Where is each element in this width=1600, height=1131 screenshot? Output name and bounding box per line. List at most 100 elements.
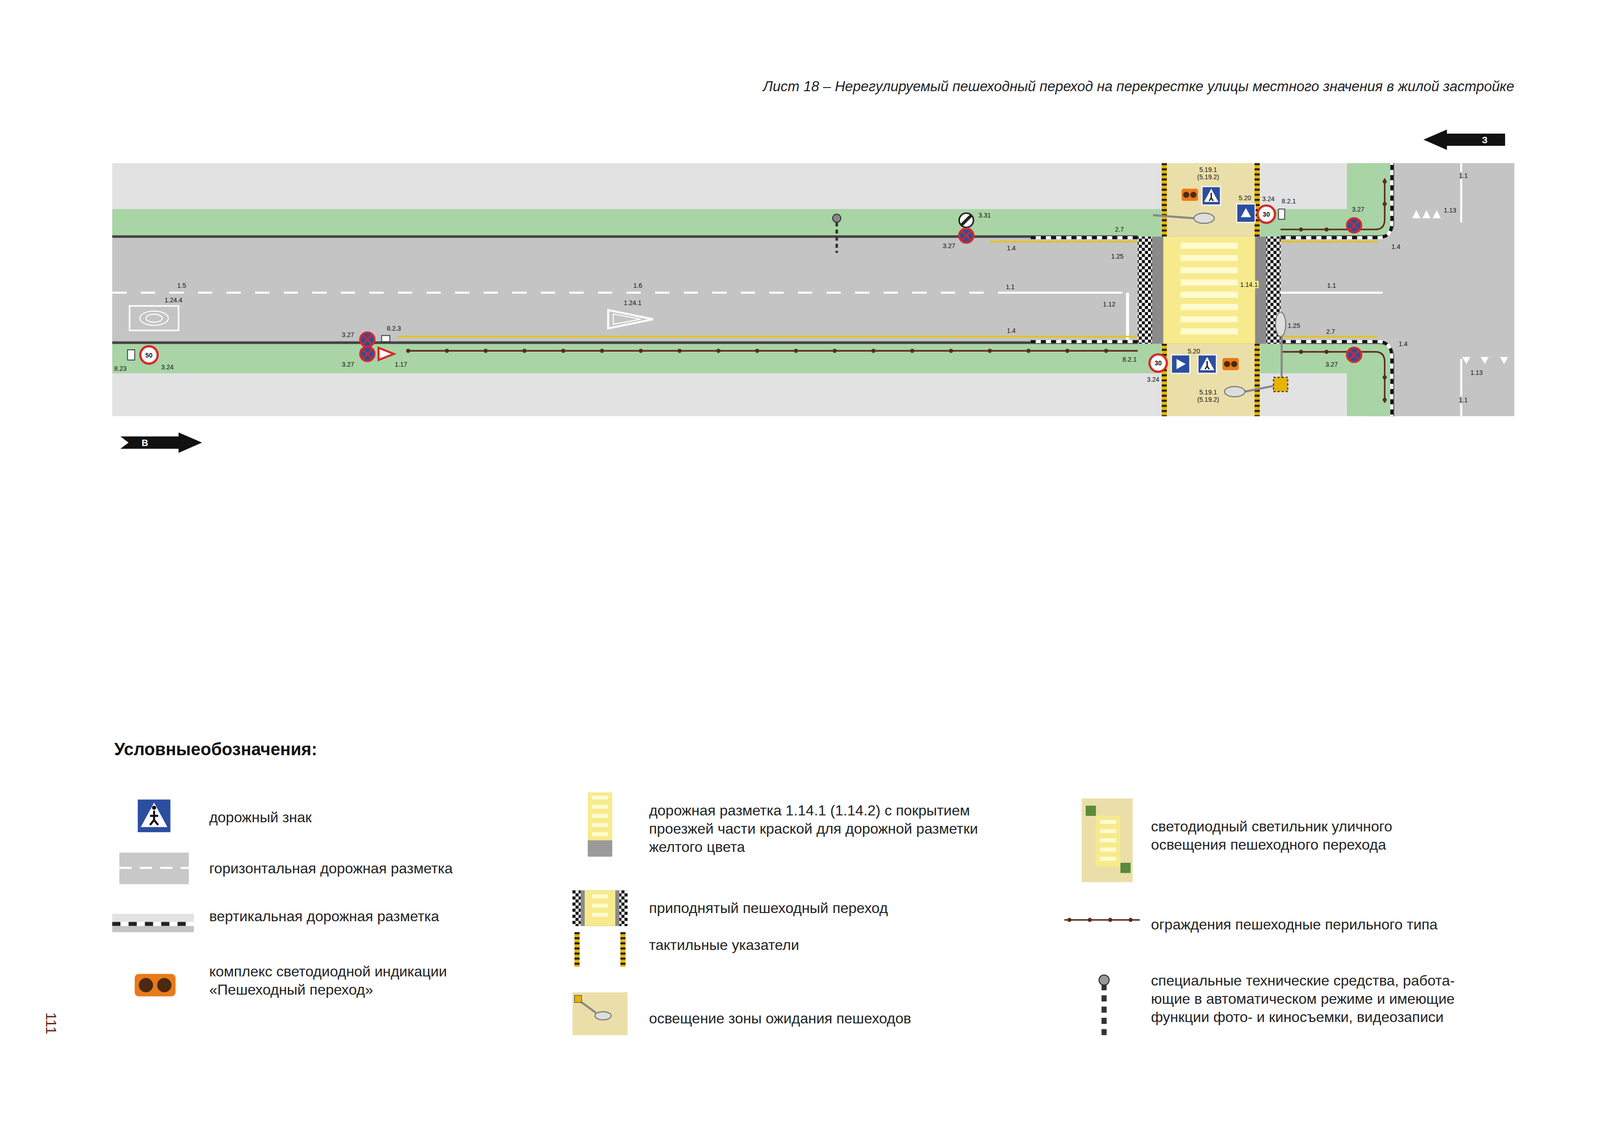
road-sign xyxy=(1171,354,1190,374)
lamp xyxy=(1280,336,1283,380)
ground xyxy=(112,163,1515,417)
road-sign xyxy=(1346,348,1362,363)
road-sign xyxy=(362,335,372,345)
curb-line xyxy=(112,163,1393,417)
legend-sample xyxy=(1128,918,1133,923)
curb-line xyxy=(112,235,1138,239)
pedestrian-fence xyxy=(755,348,760,354)
speed-limit-value: 30 xyxy=(1262,210,1271,219)
raised-crossing xyxy=(1180,267,1238,274)
legend-sample xyxy=(592,912,609,917)
legend-text: дорожный знак xyxy=(209,808,312,827)
legend-sample xyxy=(157,978,172,993)
road-sign xyxy=(961,215,972,226)
legend-sample xyxy=(1099,975,1110,986)
road-sign xyxy=(1200,357,1215,371)
road-sign xyxy=(1176,358,1186,369)
curb-line xyxy=(1030,340,1138,344)
raised-crossing xyxy=(1180,279,1238,286)
callout-number: 3.27 xyxy=(340,331,355,339)
legend-text: горизонтальная дорожная разметка xyxy=(209,859,453,878)
raised-crossing xyxy=(1180,303,1238,310)
legend-sample xyxy=(620,932,626,967)
callout-number: 3.27 xyxy=(1350,205,1366,213)
road-sign xyxy=(1201,186,1221,205)
waiting-zone xyxy=(1254,343,1260,417)
raised-crossing xyxy=(1137,236,1281,344)
road-sign xyxy=(1349,220,1359,230)
legend-text: вертикальная дорожная разметка xyxy=(209,907,440,926)
sidewalk-green xyxy=(112,163,1393,417)
raised-crossing xyxy=(1180,254,1238,261)
callout-number: 1.4 xyxy=(1005,327,1017,335)
legend-sample xyxy=(1101,984,1107,1036)
road-sign xyxy=(1183,191,1190,198)
legend-sample xyxy=(112,792,1140,1036)
legend-sample xyxy=(1120,862,1131,873)
road-sign xyxy=(959,212,974,228)
pedestrian-fence xyxy=(1280,178,1385,230)
speed-limit-value: 30 xyxy=(1154,359,1162,367)
legend-text: светодиодный светильник уличного освещен… xyxy=(1151,817,1427,854)
pedestrian-fence xyxy=(1280,352,1385,404)
legend-sample xyxy=(134,974,176,997)
road-sign xyxy=(127,349,136,360)
road-sign xyxy=(1198,354,1217,374)
legend-text: дорожная разметка 1.14.1 (1.14.2) с покр… xyxy=(649,801,1032,857)
road-sign xyxy=(1349,350,1359,360)
road-sign xyxy=(1278,208,1285,219)
curb-line xyxy=(1030,236,1138,240)
road-sign xyxy=(1240,207,1251,218)
road-sign xyxy=(381,335,390,342)
direction-arrow xyxy=(1423,129,1506,151)
callout-number: 3.27 xyxy=(1324,360,1339,369)
legend-sample xyxy=(1108,918,1113,923)
curb-line xyxy=(1030,340,1138,344)
legend-sample xyxy=(119,867,189,869)
road-sign xyxy=(1222,358,1239,371)
callout-number: 1.6 xyxy=(632,281,644,290)
road-marking xyxy=(129,306,179,331)
road-sign xyxy=(1149,354,1167,372)
pedestrian-fence xyxy=(949,348,954,354)
legend-sample xyxy=(620,932,626,967)
road-sign xyxy=(1181,188,1199,202)
callout-number: 5.19.1 (5.19.2) xyxy=(1196,166,1221,181)
legend-sample xyxy=(572,890,628,926)
legend-sample xyxy=(587,792,613,849)
road-sign xyxy=(360,332,375,347)
curb-line xyxy=(1280,163,1393,237)
callout-number: 5.19.1 (5.19.2) xyxy=(1196,388,1221,404)
raised-crossing xyxy=(1137,236,1281,344)
waiting-zone xyxy=(1161,163,1167,237)
pedestrian-fence xyxy=(1298,227,1304,232)
sidewalk-green xyxy=(112,208,1162,237)
pedestrian-fence xyxy=(871,348,876,354)
legend-sample xyxy=(592,903,609,908)
pedestrian-fence xyxy=(794,348,799,354)
road-marking xyxy=(1462,357,1509,365)
callout-number: 1.25 xyxy=(1286,322,1301,330)
callout-number: 1.1 xyxy=(1326,281,1337,290)
waiting-zone xyxy=(1254,343,1260,417)
road-sign xyxy=(1346,348,1362,363)
legend-sample xyxy=(140,802,168,828)
speed-limit-value: 50 xyxy=(145,351,153,359)
callout-number: 1.24.1 xyxy=(623,299,643,307)
curb-line xyxy=(1280,163,1393,238)
legend-sample xyxy=(572,890,581,926)
sidewalk-green xyxy=(112,343,1162,374)
raised-crossing xyxy=(1163,236,1255,344)
legend-sample xyxy=(1100,847,1117,852)
road-sign xyxy=(360,346,375,361)
legend-text: специальные технические средства, работа… xyxy=(1151,971,1488,1027)
pedestrian-fence xyxy=(987,348,993,354)
pedestrian-fence xyxy=(444,348,449,354)
legend-sample xyxy=(151,805,156,811)
legend-sample xyxy=(1085,805,1096,816)
pedestrian-fence xyxy=(405,348,411,354)
road-sign xyxy=(1201,186,1221,205)
legend-text: приподнятый пешеходный переход xyxy=(649,898,889,918)
curb-line xyxy=(1030,236,1138,240)
lamp xyxy=(1244,385,1276,392)
